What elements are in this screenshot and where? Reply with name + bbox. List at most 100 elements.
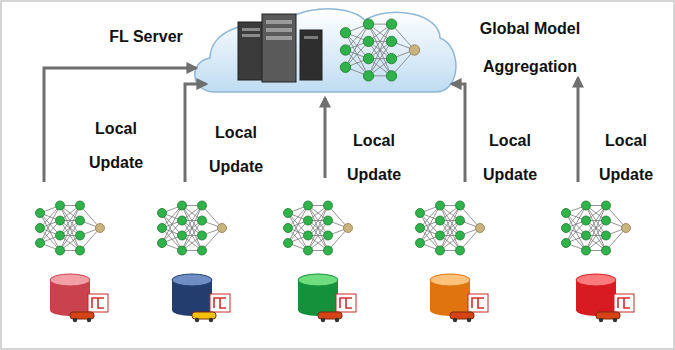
net-neuron xyxy=(324,201,333,210)
net-neuron xyxy=(304,216,313,225)
net-neuron xyxy=(56,231,65,240)
net-link xyxy=(586,206,606,251)
net-neuron xyxy=(284,209,293,218)
net-neuron xyxy=(344,224,353,233)
net-neuron xyxy=(36,239,45,248)
neural-net-icon xyxy=(36,201,105,255)
server-cloud: FL ServerGlobal Model Aggregation xyxy=(85,5,617,107)
database-icon xyxy=(298,274,356,322)
update-label: Local Update xyxy=(196,116,276,184)
vehicle-icon xyxy=(596,312,620,319)
client-databases xyxy=(50,274,634,322)
net-neuron xyxy=(56,246,65,255)
net-neuron xyxy=(562,239,571,248)
net-neuron xyxy=(363,19,373,29)
update-arrow xyxy=(452,84,465,182)
device-symbol xyxy=(472,298,484,308)
net-neuron xyxy=(416,239,425,248)
device-card xyxy=(210,294,230,312)
neural-net-icon xyxy=(562,201,631,255)
database-top xyxy=(298,274,338,286)
net-neuron xyxy=(284,224,293,233)
net-neuron xyxy=(386,19,396,29)
vehicle-icon xyxy=(450,312,474,319)
net-neuron xyxy=(582,201,591,210)
vehicle-wheel xyxy=(87,318,91,322)
vehicle-wheel xyxy=(613,318,617,322)
net-neuron xyxy=(363,71,373,81)
net-neuron xyxy=(304,231,313,240)
net-neuron xyxy=(158,239,167,248)
net-neuron xyxy=(386,71,396,81)
neural-networks xyxy=(36,19,631,255)
server-icon xyxy=(238,14,322,82)
net-neuron xyxy=(76,216,85,225)
upload-arrows xyxy=(44,68,578,182)
vehicle-icon xyxy=(70,312,94,319)
net-neuron xyxy=(456,216,465,225)
net-neuron xyxy=(582,231,591,240)
net-neuron xyxy=(363,53,373,63)
net-link xyxy=(60,206,80,251)
update-label: Local Update xyxy=(334,124,414,192)
net-link xyxy=(440,206,460,251)
net-neuron xyxy=(340,45,350,55)
database-icon xyxy=(50,274,108,322)
device-card xyxy=(336,294,356,312)
net-neuron xyxy=(622,224,631,233)
update-arrow xyxy=(324,98,327,178)
net-link xyxy=(182,206,202,251)
database-top xyxy=(50,274,90,286)
net-neuron xyxy=(324,216,333,225)
neural-net-icon xyxy=(340,19,419,81)
net-neuron xyxy=(198,246,207,255)
net-neuron xyxy=(582,216,591,225)
net-neuron xyxy=(284,239,293,248)
net-link xyxy=(308,206,328,251)
net-neuron xyxy=(178,246,187,255)
net-neuron xyxy=(324,246,333,255)
net-link xyxy=(60,206,80,251)
database-top xyxy=(430,274,470,286)
net-neuron xyxy=(436,231,445,240)
vehicle-wheel xyxy=(209,318,213,322)
net-neuron xyxy=(324,231,333,240)
net-neuron xyxy=(304,246,313,255)
vehicle-wheel xyxy=(321,318,325,322)
net-neuron xyxy=(416,224,425,233)
device-card xyxy=(468,294,488,312)
net-neuron xyxy=(76,201,85,210)
net-neuron xyxy=(178,231,187,240)
vehicle-wheel xyxy=(599,318,603,322)
database-top xyxy=(172,274,212,286)
neural-net-icon xyxy=(284,201,353,255)
net-neuron xyxy=(158,209,167,218)
vehicle-wheel xyxy=(453,318,457,322)
net-neuron xyxy=(409,45,419,55)
device-symbol xyxy=(214,298,226,308)
net-neuron xyxy=(436,216,445,225)
net-neuron xyxy=(218,224,227,233)
net-neuron xyxy=(36,209,45,218)
update-arrow xyxy=(185,84,206,182)
net-neuron xyxy=(36,224,45,233)
net-neuron xyxy=(158,224,167,233)
net-link xyxy=(369,24,392,76)
net-neuron xyxy=(562,224,571,233)
net-link xyxy=(586,206,606,251)
net-neuron xyxy=(304,201,313,210)
net-neuron xyxy=(56,216,65,225)
net-neuron xyxy=(456,246,465,255)
net-neuron xyxy=(602,201,611,210)
net-neuron xyxy=(476,224,485,233)
net-neuron xyxy=(363,36,373,46)
net-neuron xyxy=(198,231,207,240)
net-link xyxy=(440,206,460,251)
net-neuron xyxy=(456,231,465,240)
net-neuron xyxy=(436,246,445,255)
server-label: FL Server xyxy=(91,27,201,47)
net-neuron xyxy=(456,201,465,210)
vehicle-icon xyxy=(318,312,342,319)
device-symbol xyxy=(92,298,104,308)
